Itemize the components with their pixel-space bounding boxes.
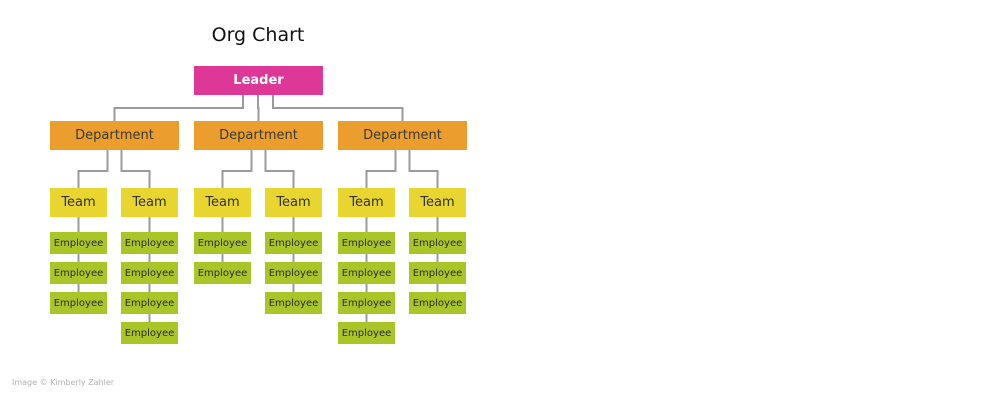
employee-box: Employee bbox=[409, 232, 466, 254]
employee-box: Employee bbox=[338, 262, 395, 284]
team-box: Team bbox=[265, 188, 322, 217]
employee-box: Employee bbox=[50, 232, 107, 254]
team-box: Team bbox=[338, 188, 395, 217]
employee-box: Employee bbox=[338, 292, 395, 314]
employee-box: Employee bbox=[194, 262, 251, 284]
employee-box: Employee bbox=[121, 262, 178, 284]
department-box: Department bbox=[50, 121, 179, 150]
team-box: Team bbox=[121, 188, 178, 217]
department-box: Department bbox=[338, 121, 467, 150]
employee-box: Employee bbox=[121, 232, 178, 254]
employee-box: Employee bbox=[50, 292, 107, 314]
employee-box: Employee bbox=[265, 292, 322, 314]
employee-box: Employee bbox=[409, 262, 466, 284]
page-title: Org Chart bbox=[211, 24, 305, 46]
team-box: Team bbox=[194, 188, 251, 217]
employee-box: Employee bbox=[50, 262, 107, 284]
employee-box: Employee bbox=[265, 232, 322, 254]
employee-box: Employee bbox=[121, 322, 178, 344]
employee-box: Employee bbox=[121, 292, 178, 314]
team-box: Team bbox=[50, 188, 107, 217]
employee-box: Employee bbox=[409, 292, 466, 314]
employee-box: Employee bbox=[338, 232, 395, 254]
employee-box: Employee bbox=[194, 232, 251, 254]
team-box: Team bbox=[409, 188, 466, 217]
leader-box: Leader bbox=[194, 66, 323, 95]
image-credit: Image © Kimberly Zahler bbox=[12, 378, 115, 387]
employee-box: Employee bbox=[265, 262, 322, 284]
department-box: Department bbox=[194, 121, 323, 150]
employee-box: Employee bbox=[338, 322, 395, 344]
